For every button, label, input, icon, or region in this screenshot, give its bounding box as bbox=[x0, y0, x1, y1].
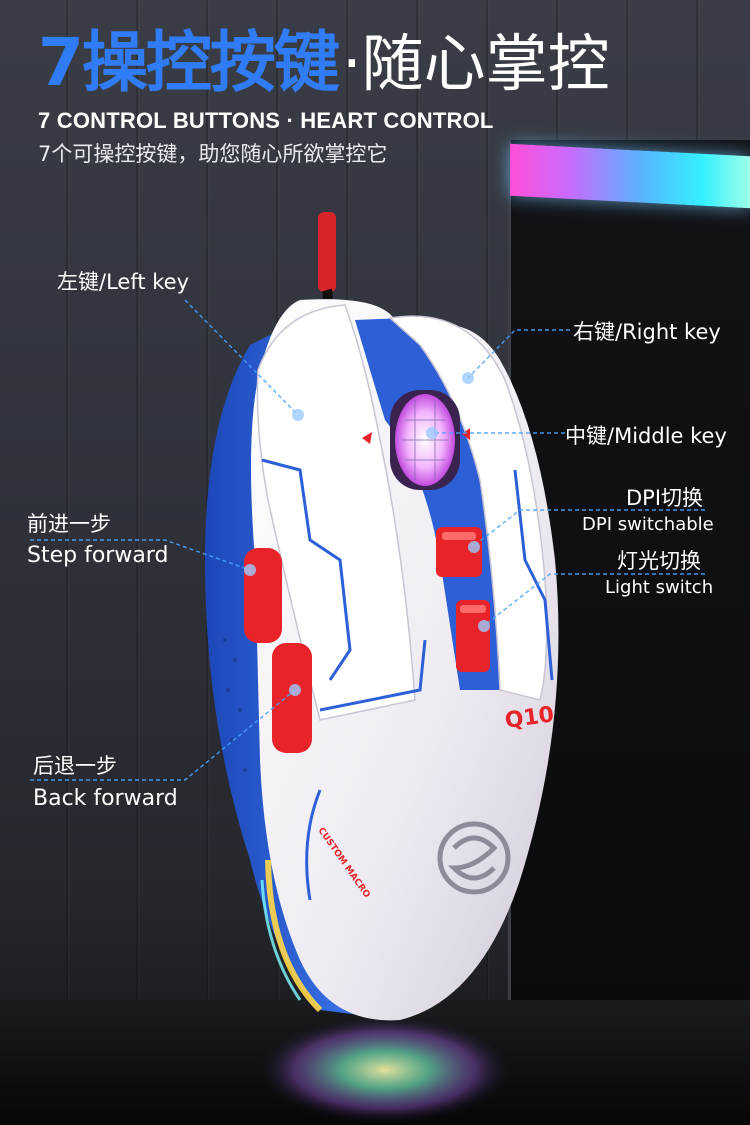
callout-middle-key: 中键/Middle key bbox=[565, 424, 727, 448]
callout-dpi-cn: DPI切换 bbox=[626, 486, 704, 510]
cable bbox=[318, 212, 336, 292]
subtitle-english: 7 CONTROL BUTTONS · HEART CONTROL bbox=[38, 108, 494, 133]
left-key-panel bbox=[256, 304, 416, 721]
back-side-button bbox=[272, 643, 312, 753]
callout-left-key: 左键/Left key bbox=[57, 270, 190, 294]
callout-line-dpi bbox=[474, 509, 705, 546]
subtitle-chinese: 7个可操控按键，助您随心所欲掌控它 bbox=[38, 142, 388, 166]
light-switch-button bbox=[456, 600, 490, 672]
callout-line-light bbox=[484, 573, 705, 626]
floor-rgb-reflection bbox=[255, 1015, 515, 1125]
callout-back-cn: 后退一步 bbox=[33, 754, 117, 778]
callout-light-cn: 灯光切换 bbox=[617, 549, 701, 573]
callout-forward-cn: 前进一步 bbox=[27, 512, 111, 536]
callout-line-back bbox=[30, 689, 296, 781]
callout-line-forward bbox=[30, 539, 251, 571]
callout-dpi-en: DPI switchable bbox=[582, 514, 714, 535]
brand-logo-icon bbox=[437, 821, 511, 895]
callout-forward-en: Step forward bbox=[27, 543, 169, 568]
forward-side-button bbox=[244, 548, 282, 643]
callout-back-en: Back forward bbox=[33, 786, 178, 811]
right-key-panel bbox=[388, 315, 548, 701]
callout-line-right-key bbox=[467, 329, 570, 379]
page-title: 7操控按键·随心掌控 bbox=[38, 30, 610, 96]
title-light: ·随心掌控 bbox=[341, 27, 610, 100]
title-bold: 7操控按键 bbox=[38, 24, 340, 101]
callout-light-en: Light switch bbox=[605, 577, 714, 598]
callout-line-left-key bbox=[184, 299, 299, 416]
callout-right-key: 右键/Right key bbox=[573, 320, 721, 344]
